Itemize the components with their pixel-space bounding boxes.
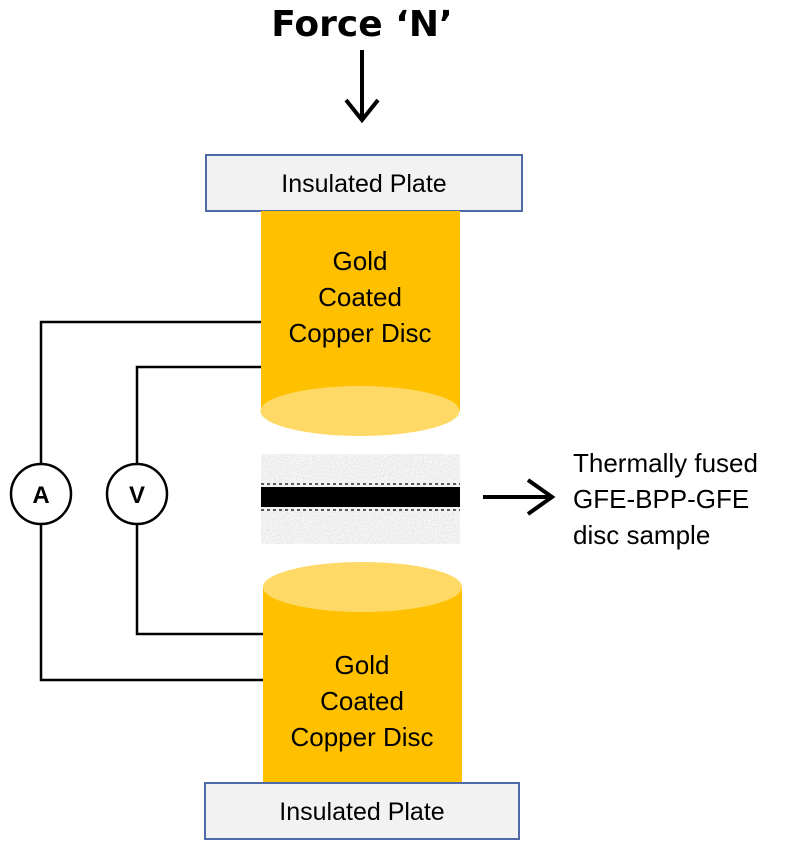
bottom-disc-label-line2: Coated	[320, 686, 404, 716]
sample-disc	[261, 454, 460, 544]
bottom-disc-label-line3: Copper Disc	[290, 722, 433, 752]
ammeter-wire-bottom	[39, 524, 263, 682]
force-label: Force ‘N’	[271, 4, 452, 45]
ammeter-wire-top	[39, 320, 261, 464]
sample-pointer-arrow-icon	[483, 478, 556, 516]
bottom-copper-disc: Gold Coated Copper Disc	[263, 562, 462, 783]
top-disc-label-line1: Gold	[333, 246, 388, 276]
top-insulated-plate: Insulated Plate	[205, 154, 523, 212]
sample-label-line2: GFE-BPP-GFE	[573, 484, 749, 514]
bottom-insulated-plate: Insulated Plate	[204, 782, 520, 840]
top-disc-label-line3: Copper Disc	[288, 318, 431, 348]
voltmeter-wire-bottom	[135, 524, 263, 636]
voltmeter-wire-top	[135, 365, 261, 464]
voltmeter-label: V	[129, 482, 145, 509]
top-disc-label-line2: Coated	[318, 282, 402, 312]
bottom-plate-label: Insulated Plate	[279, 798, 444, 826]
top-plate-label: Insulated Plate	[281, 170, 446, 198]
ammeter: A	[9, 462, 73, 526]
voltmeter: V	[105, 462, 169, 526]
bottom-disc-label-line1: Gold	[335, 650, 390, 680]
force-arrow-icon	[344, 50, 380, 124]
sample-label-line1: Thermally fused	[573, 448, 758, 478]
sample-label-line3: disc sample	[573, 520, 710, 550]
ammeter-label: A	[32, 482, 49, 509]
top-copper-disc: Gold Coated Copper Disc	[260, 211, 460, 436]
